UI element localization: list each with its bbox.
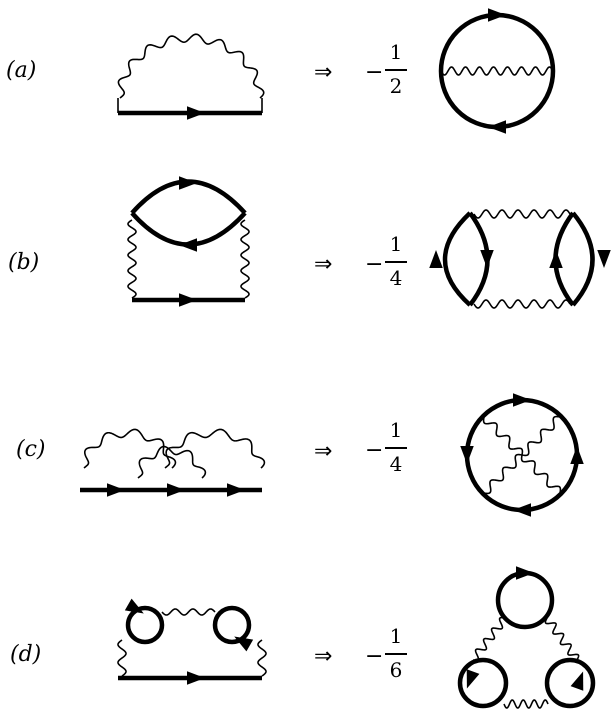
bubble-top-b [130,179,247,215]
coefficient-b-numerator: 1 [389,232,403,256]
lens-right-arrow-out-b [597,250,611,268]
loop-top-arrow-d [516,566,534,580]
photon-left-side-d [472,616,506,662]
loop-top-d [495,570,555,630]
coefficient-b-denominator: 4 [389,266,403,290]
photon-right-d [257,639,267,677]
photon-chord-a [440,66,554,76]
coefficient-d-sign: − [365,644,384,669]
photon-right-side-d [544,617,580,661]
loop-left-bottom-arrow-d [466,669,480,689]
lens-right-outer-b [571,211,595,307]
bubble-arrow-bottom-b [179,238,197,252]
loop-left-d [125,605,165,645]
loop-right-d [212,605,252,645]
bubble-arrow-top-b [179,176,197,190]
coefficient-a-sign: − [365,60,384,85]
arrow-head-a [187,106,205,120]
coefficient-c-denominator: 4 [389,452,403,476]
coefficient-d-denominator: 6 [389,658,403,682]
arrow-head-b [179,293,197,307]
implies-arrow-c: ⇒ [314,439,333,464]
loop-arrow-bottom-a [488,120,506,134]
photon-top-b [473,209,571,219]
implies-arrow-d: ⇒ [314,644,333,669]
photon-bottom-b [473,299,571,309]
coefficient-b-fraction-bar [385,261,407,263]
photon-right-b [240,219,250,299]
lens-left-outer-b [442,211,472,307]
lens-right-arrow-in-b [549,250,563,268]
loop-arrow-top-c [513,393,531,407]
loop-arrow-left-c [460,446,474,464]
implies-arrow-a: ⇒ [314,60,333,85]
photon-arc-c-1 [83,428,177,469]
coefficient-c-sign: − [365,438,384,463]
photon-arc-a [117,33,265,99]
implies-arrow-b: ⇒ [314,252,333,277]
label-b: (b) [8,250,40,275]
loop-right-arrow-d [234,636,254,652]
coefficient-b-sign: − [365,252,384,277]
photon-diag-c-2 [483,415,561,495]
label-d: (d) [10,642,42,667]
coefficient-d-fraction-bar [385,653,407,655]
arrow-head-c-2 [167,483,185,497]
loop-right-bottom-d [544,657,596,709]
loop-left-bottom-d [457,657,509,709]
arrow-head-d [187,671,205,685]
photon-top-d [161,608,216,616]
photon-arc-c-3 [137,445,207,479]
coefficient-a-fraction-bar [385,69,407,71]
arrow-head-c-1 [107,483,125,497]
lens-left-arrow-in-b [480,250,494,268]
arrow-head-c-3 [227,483,245,497]
photon-arc-c-2 [164,428,266,469]
photon-left-b [127,219,137,299]
loop-left-arrow-d [124,598,144,614]
coefficient-c-numerator: 1 [389,418,403,442]
coefficient-a-denominator: 2 [389,74,403,98]
lens-left-arrow-out-b [429,250,443,268]
photon-left-d [117,639,127,677]
coefficient-c-fraction-bar [385,447,407,449]
photon-bottom-d [503,699,549,709]
loop-arrow-top-a [488,8,506,22]
label-c: (c) [16,437,46,462]
coefficient-d-numerator: 1 [389,624,403,648]
loop-right-bottom-arrow-d [570,671,584,691]
loop-arrow-right-c [570,446,584,464]
bubble-bottom-b [130,211,247,247]
label-a: (a) [6,58,37,83]
coefficient-a-numerator: 1 [389,40,403,64]
loop-arrow-bottom-c [513,503,531,517]
